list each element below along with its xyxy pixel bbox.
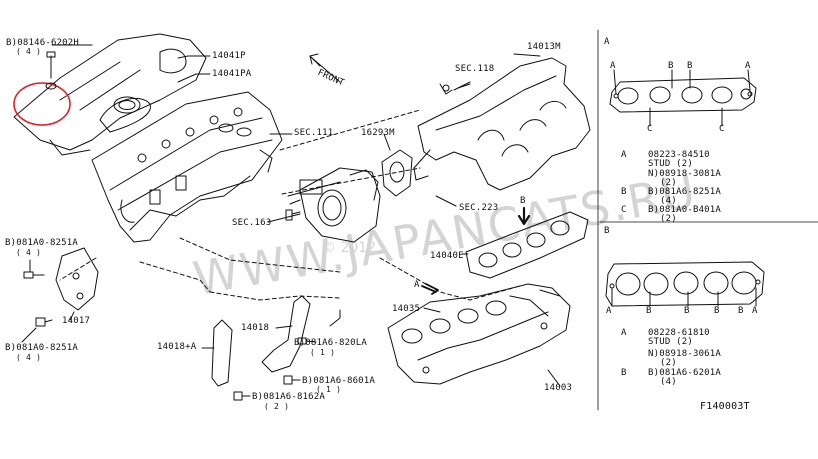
detail-b-legend-sub: STUD (2) (648, 337, 693, 347)
detail-a-legend-key: C (621, 205, 627, 215)
arrow-a (421, 283, 439, 295)
label-16293M: 16293M (361, 128, 395, 138)
highlight-circle (13, 82, 71, 126)
label-14041PA: 14041PA (212, 69, 252, 79)
label-14018: 14018 (241, 323, 270, 333)
engine-cover (13, 33, 207, 156)
detail-a-letter: A (610, 61, 616, 71)
label-14035: 14035 (392, 304, 421, 314)
bolt-081A0-top (23, 271, 45, 279)
detail-a-legend-key: B (621, 187, 627, 197)
label-sec-111: SEC.111 (294, 128, 334, 138)
arrow-b (517, 206, 531, 226)
detail-b-letter: B (684, 306, 690, 316)
label-arrow-a: A (414, 280, 420, 290)
bolt-08146 (45, 51, 57, 90)
label-14018A: 14018+A (157, 342, 197, 352)
detail-b-legend-sub: (4) (660, 377, 677, 387)
label-14040E: 14040E (430, 251, 464, 261)
qty-081A0-top: ( 4 ) (16, 248, 42, 257)
detail-a-letter: C (719, 124, 725, 134)
bolt-081A0-bottom (35, 317, 53, 327)
detail-b-legend-sub: (2) (660, 358, 677, 368)
qty-081A6-8601A: ( 1 ) (316, 385, 342, 394)
label-081A0-8251A-bottom: B)081A0-8251A (5, 343, 79, 353)
qty-081A0-bottom: ( 4 ) (16, 353, 42, 362)
detail-b-header: B (604, 226, 610, 236)
label-sec-223: SEC.223 (459, 203, 499, 213)
watermark-year: © 2012 (322, 240, 377, 256)
label-14013M: 14013M (527, 42, 561, 52)
front-arrow (309, 53, 341, 83)
throttle-body (285, 167, 381, 243)
cylinder-head (91, 91, 283, 243)
detail-b-letter: A (606, 306, 612, 316)
qty-081A6-820LA: ( 1 ) (310, 348, 336, 357)
label-14017: 14017 (62, 316, 91, 326)
label-081A6-8162A: B)081A6-8162A (252, 392, 326, 402)
detail-b-letter: A (752, 306, 758, 316)
detail-b-legend-part: 08228-61810 (648, 328, 710, 338)
detail-b-letter: B (714, 306, 720, 316)
label-081A6-8601A: B)081A6-8601A (302, 376, 376, 386)
label-arrow-b: B (520, 196, 526, 206)
detail-a-legend-key: A (621, 150, 627, 160)
bolt-081A6-8601A (283, 375, 301, 385)
detail-b-legend-key: A (621, 328, 627, 338)
intake-manifold-14035 (387, 283, 571, 385)
intake-collector-14013M (413, 57, 591, 191)
gasket-16293M (381, 149, 413, 197)
detail-b-letter: B (738, 306, 744, 316)
detail-a-letter: B (668, 61, 674, 71)
figure-code: F140003T (700, 401, 750, 412)
detail-b-legend-part: B)081A6-6201A (648, 368, 722, 378)
detail-a-letter: A (745, 61, 751, 71)
detail-a-letter: B (687, 61, 693, 71)
detail-a-legend-part: B)081A6-8251A (648, 187, 722, 197)
detail-b-legend-key: B (621, 368, 627, 378)
qty-081A6-8162A: ( 2 ) (264, 402, 290, 411)
detail-b-leaders (611, 287, 757, 307)
label-081A6-820LA: B)081A6-820LA (294, 338, 368, 348)
label-14003: 14003 (544, 383, 573, 393)
bracket-14018A (201, 319, 233, 387)
detail-b-gasket (605, 261, 765, 307)
label-14041P: 14041P (212, 51, 246, 61)
label-08146-6202H: B)08146-6202H (6, 38, 80, 48)
label-sec-163: SEC.163 (232, 218, 272, 228)
bolt-081A6-8162A (233, 391, 251, 401)
qty-08146: ( 4 ) (16, 47, 42, 56)
detail-a-legend-part: 08223-84510 (648, 150, 710, 160)
detail-a-legend-part: N)08918-3081A (648, 169, 722, 179)
detail-a-leaders (613, 69, 751, 127)
detail-a-legend-part: B)081A0-B401A (648, 205, 722, 215)
detail-a-legend-sub: (2) (660, 214, 677, 224)
detail-b-letter: B (646, 306, 652, 316)
bracket-14017 (55, 247, 99, 311)
detail-a-legend-sub: (4) (660, 196, 677, 206)
detail-a-letter: C (647, 124, 653, 134)
detail-a-legend-sub: STUD (2) (648, 159, 693, 169)
detail-a-header: A (604, 37, 610, 47)
bracket-14018 (261, 295, 311, 373)
detail-a-gasket (609, 77, 757, 113)
detail-a-legend-sub: (2) (660, 178, 677, 188)
label-sec-118: SEC.118 (455, 64, 495, 74)
label-081A0-8251A-top: B)081A0-8251A (5, 238, 79, 248)
bolt-081A6-820LA (297, 337, 317, 345)
gasket-14040E (465, 211, 589, 279)
detail-b-legend-part: N)08918-3061A (648, 349, 722, 359)
